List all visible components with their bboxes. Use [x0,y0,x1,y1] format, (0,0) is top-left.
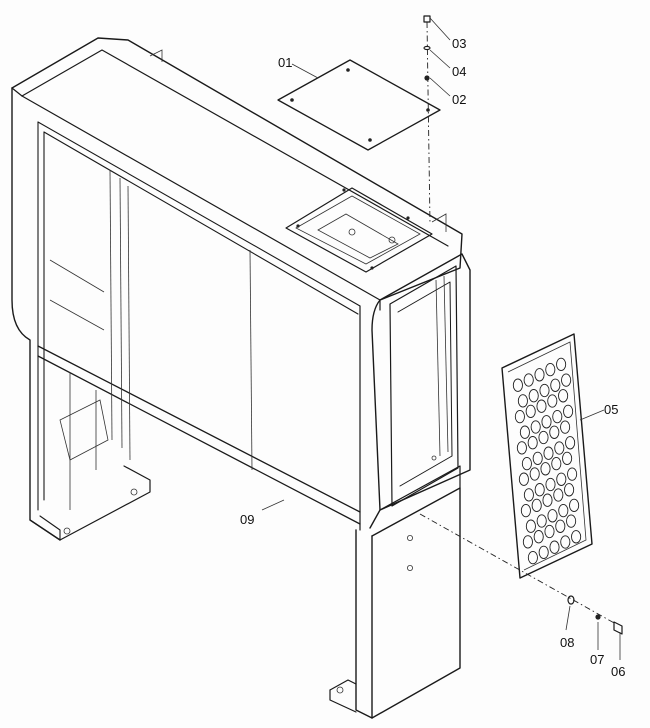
grille-hole [571,530,582,544]
grille-hole [525,404,536,419]
grille-hole [552,409,563,424]
grille-hole [545,362,556,377]
grille-hole [555,519,566,533]
grille-hole [536,399,547,413]
fastener-stack-top [423,15,431,225]
callout-labels: 01 02 03 04 05 06 07 08 09 [240,36,625,679]
grille-hole [540,462,551,476]
grille-hole [529,467,540,481]
callout-07: 07 [590,652,604,667]
grille-hole [550,378,561,392]
grille-hole [516,441,527,455]
grille-hole [528,389,539,403]
grille-hole [560,535,571,549]
grille-hole [549,540,560,554]
grille-hole [538,545,549,560]
callout-02: 02 [452,92,466,107]
grille-hole [569,498,580,513]
grille-hole [556,472,567,486]
grille-hole [539,383,550,398]
grille-panel-05 [501,333,593,579]
callout-05: 05 [604,402,618,417]
grille-hole [541,415,552,429]
grille-hole [538,430,549,445]
grille-hole [512,378,523,392]
grille-hole [514,409,525,424]
cover-plate-01 [277,59,441,151]
grille-hole [556,357,567,372]
callout-09: 09 [240,512,254,527]
grille-hole [551,456,562,471]
grille-hole [522,535,533,549]
grille-hole [544,524,555,539]
grille-hole [525,519,536,533]
grille-hole [558,503,569,518]
grille-hole [527,436,538,450]
grille-hole [554,441,565,455]
grille-hole [553,488,564,502]
grille-hole [523,373,534,387]
grille-hole [562,451,573,466]
grille-hole [520,503,531,518]
grille-hole [532,451,543,466]
callout-08: 08 [560,635,574,650]
grille-hole [543,446,554,460]
grille-hole [561,373,572,387]
callout-06: 06 [611,664,625,679]
grille-hole [565,436,576,450]
grille-hole [563,404,574,419]
grille-hole [521,456,532,471]
fastener-stack-bottom [419,513,623,635]
grille-hole [530,420,541,434]
grille-hole [545,477,556,492]
grille-hole [560,420,571,434]
grille-hole [534,483,545,497]
grille-hole [534,368,545,382]
housing-frame [11,37,471,719]
grille-hole [549,425,560,439]
grille-hole [566,514,577,528]
grille-hole [542,493,553,507]
grille-hole [518,472,529,486]
grille-hole [567,467,578,481]
callout-03: 03 [452,36,466,51]
callout-04: 04 [452,64,466,79]
leader-lines [261,17,621,660]
grille-hole [533,530,544,544]
callout-01: 01 [278,55,292,70]
grille-hole [519,425,530,439]
grille-hole [527,550,538,565]
grille-hole [523,488,534,502]
grille-hole [531,498,542,513]
grille-hole [558,389,569,403]
grille-hole [517,394,528,408]
grille-hole [547,394,558,408]
grille-hole [536,514,547,528]
grille-hole [564,483,575,497]
grille-hole [547,509,558,523]
